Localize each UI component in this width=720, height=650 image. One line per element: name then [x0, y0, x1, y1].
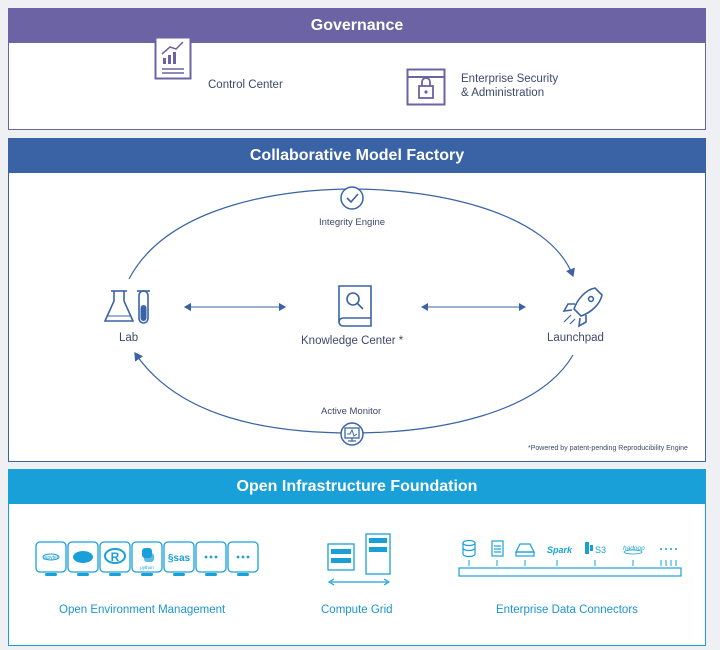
database-icon — [462, 539, 476, 558]
more-connectors-icon — [660, 548, 677, 550]
svg-text:hadoop: hadoop — [623, 545, 645, 552]
model-factory-panel: Collaborative Model Factory — [8, 138, 706, 462]
jupyter-icon: jupyter — [42, 553, 60, 561]
monitor-icon — [340, 422, 364, 446]
drive-icon — [515, 543, 535, 557]
svg-text:§sas: §sas — [168, 553, 191, 564]
infrastructure-panel: Open Infrastructure Foundation jupyter — [8, 469, 706, 646]
governance-header: Governance — [9, 9, 705, 43]
svg-text:python: python — [140, 565, 154, 570]
lab-label: Lab — [119, 332, 139, 344]
s3-icon: S3 — [585, 542, 606, 555]
integrity-engine-label: Integrity Engine — [319, 217, 386, 228]
svg-text:R: R — [111, 550, 120, 564]
environment-label: Open Environment Management — [59, 604, 226, 616]
blue-whale-icon — [73, 551, 93, 563]
environment-tiles: jupyter R python §sas — [35, 541, 259, 576]
compute-grid-icon — [327, 533, 391, 586]
hadoop-icon: hadoop — [623, 545, 645, 555]
data-connectors-label: Enterprise Data Connectors — [496, 604, 638, 616]
book-search-icon — [338, 285, 372, 327]
model-factory-header: Collaborative Model Factory — [9, 139, 705, 173]
governance-panel: Governance Control Center Enterprise Sec… — [8, 8, 706, 130]
svg-text:S3: S3 — [595, 545, 606, 555]
data-connectors-icon: Spark S3 hadoop — [458, 539, 682, 577]
sas-icon: §sas — [168, 553, 191, 564]
svg-text:jupyter: jupyter — [42, 555, 58, 561]
document-icon — [491, 540, 504, 557]
compute-grid-label: Compute Grid — [321, 604, 393, 616]
enterprise-security-label-1: Enterprise Security — [461, 73, 559, 85]
lab-flask-icon — [103, 290, 150, 324]
launchpad-label: Launchpad — [547, 332, 604, 344]
spark-icon: Spark — [547, 545, 573, 555]
enterprise-security-label-2: & Administration — [461, 87, 545, 99]
knowledge-center-label: Knowledge Center * — [301, 335, 404, 347]
infrastructure-header: Open Infrastructure Foundation — [9, 470, 705, 504]
footnote: *Powered by patent-pending Reproducibili… — [528, 445, 688, 452]
more-icon — [204, 555, 250, 559]
python-icon: python — [140, 548, 154, 570]
check-circle-icon — [340, 186, 364, 210]
lifecycle-diagram — [103, 186, 603, 446]
control-center-label: Control Center — [208, 79, 283, 91]
control-center-icon — [154, 36, 192, 80]
bottom-arc-arrow — [134, 352, 574, 434]
r-language-icon: R — [104, 548, 126, 564]
active-monitor-label: Active Monitor — [321, 406, 382, 417]
security-icon — [406, 68, 446, 106]
rocket-icon — [562, 287, 603, 328]
